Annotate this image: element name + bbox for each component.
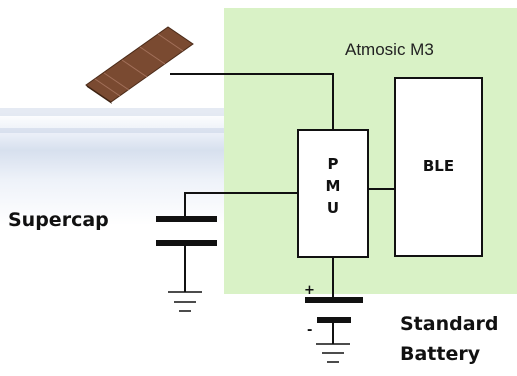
supercap-wire <box>184 192 297 216</box>
ble-label: BLE <box>422 157 455 175</box>
battery-label-line1: Standard <box>400 313 499 335</box>
battery-minus-sign: - <box>307 323 313 338</box>
pmu-block: P M U <box>297 129 369 258</box>
supercap-ground-icon <box>168 291 202 312</box>
battery-label-line2: Battery <box>400 343 481 365</box>
pmu-letter-u: U <box>326 199 340 217</box>
pmu-letter-m: M <box>325 177 341 195</box>
solar-wire <box>170 73 334 129</box>
battery-icon <box>305 297 363 323</box>
battery-ground-icon <box>316 343 350 363</box>
battery-plus-sign: + <box>304 283 315 298</box>
pmu-label: P M U <box>299 153 367 219</box>
pmu-letter-p: P <box>327 155 339 173</box>
supercap-icon <box>156 216 217 246</box>
ble-block: BLE <box>394 77 483 257</box>
supercap-label: Supercap <box>8 209 109 231</box>
chip-title: Atmosic M3 <box>345 40 434 59</box>
solar-panel-icon <box>85 26 194 104</box>
